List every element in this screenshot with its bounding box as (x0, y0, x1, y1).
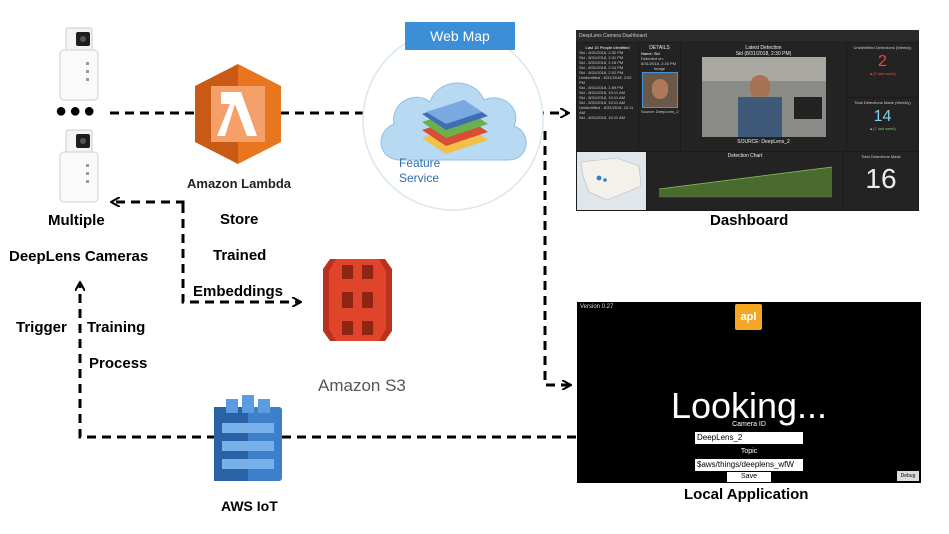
local-app-screenshot: Version 0.27 apl Looking... Camera ID De… (577, 302, 921, 483)
total-weekly-panel: Total Detections Made (Weekly) 14 ▲(7 la… (847, 98, 918, 151)
s3-bucket-icon (323, 259, 392, 341)
details-source: Source: DeepLens_2 (641, 109, 679, 114)
map-shape (580, 157, 642, 201)
camera-id-label: Camera ID (732, 421, 766, 428)
feature-service-line1: Feature (399, 156, 441, 170)
local-app-label: Local Application (684, 486, 809, 503)
lambda-icon (195, 64, 281, 164)
list-item: Sid - 8/31/2018, 10:11 AM (579, 90, 625, 95)
latest-source: SOURCE: DeepLens_2 (737, 139, 790, 145)
store-line3: Embeddings (193, 283, 284, 300)
unid-change: ▲(0 last week) (869, 71, 896, 76)
feature-service-cloud (362, 29, 544, 211)
list-item: Sid - 8/31/2018, 10:11 AM (579, 95, 625, 100)
dashboard-screenshot: DeepLens Camera Dashboard Last 15 People… (576, 30, 919, 211)
details-detected: Detected on: 8/31/2018, 2:26 PM (641, 56, 676, 66)
total-week-change: ▲(7 last week) (869, 126, 896, 131)
list-item: Sid - 8/31/2018, 2:18 PM (579, 60, 624, 65)
dashboard-title: DeepLens Camera Dashboard (576, 30, 919, 42)
details-panel: DETAILS Name: Sid Detected on: 8/31/2018… (639, 43, 680, 151)
chart-title: Detection Chart (727, 153, 763, 159)
topic-label: Topic (740, 448, 758, 455)
deeplens-camera-icon (59, 129, 99, 203)
list-item: Sid - 8/31/2018, 1:59 PM (579, 85, 624, 90)
cameras-label-line1: Multiple (48, 212, 105, 229)
looking-text: Looking... (670, 385, 828, 426)
trigger-word3: Process (89, 355, 148, 372)
arrow-app-to-cameras (80, 283, 576, 439)
trigger-word1: Trigger (16, 319, 67, 336)
trigger-word2: Training (87, 319, 146, 336)
camera-id-field[interactable]: DeepLens_2 (695, 432, 803, 444)
list-item: Sid - 8/31/2018, 2:31 PM (579, 55, 624, 60)
unid-value: 2 (878, 53, 887, 70)
face-thumbnail (641, 72, 678, 108)
list-item: Sid - 8/31/2018, 2:14 PM (579, 65, 624, 70)
arrow-to-s3 (181, 204, 300, 302)
total-title: Total Detections Made (861, 154, 901, 159)
dashboard-label: Dashboard (710, 212, 789, 229)
iot-label: AWS IoT (221, 498, 278, 514)
list-item: Unidentified - 8/31/2018, 10:11 AM (579, 105, 634, 115)
cameras-label-line2: DeepLens Cameras (9, 248, 149, 265)
lambda-label: Amazon Lambda (187, 176, 292, 191)
last15-panel: Last 15 People Identified Sid - 8/31/201… (577, 43, 638, 151)
details-title: DETAILS (649, 45, 670, 51)
list-item: Sid - 8/31/2018, 10:11 AM (579, 100, 625, 105)
list-item: Sid - 8/31/2018, 2:02 PM (579, 70, 624, 75)
unid-title: Unidentified Detections (Weekly) (853, 45, 912, 50)
save-button[interactable]: Save (727, 472, 771, 482)
latest-subtitle: Sid (8/31/2018, 2:30 PM) (735, 51, 792, 57)
area-chart (658, 166, 833, 198)
details-image-label: Image (653, 66, 666, 71)
store-line1: Store (220, 211, 259, 228)
aws-iot-icon (214, 395, 282, 481)
detection-chart-panel: Detection Chart (647, 152, 843, 210)
list-item: Sid - 8/31/2018, 2:32 PM (579, 50, 624, 55)
topic-field[interactable]: $aws/things/deeplens_wfW (695, 459, 803, 471)
debug-button[interactable]: Debug (897, 471, 919, 481)
ellipsis: ●●● (55, 100, 98, 122)
latest-photo (702, 57, 826, 137)
latest-title: Latest Detection (745, 45, 782, 51)
deeplens-camera-icon (59, 27, 99, 101)
apl-logo: apl (735, 304, 762, 330)
feature-service-line2: Service (399, 171, 440, 185)
total-week-title: Total Detections Made (Weekly) (854, 100, 911, 105)
mini-map (577, 152, 646, 210)
details-name: Name: Sid (641, 51, 660, 56)
total-detections-panel: Total Detections Made 16 (844, 152, 918, 210)
list-item: Sid - 8/31/2018, 10:11 AM (579, 115, 625, 120)
arrow-lambda-to-cameras (112, 202, 185, 204)
total-value: 16 (865, 163, 897, 194)
last15-title: Last 15 People Identified (585, 45, 630, 50)
total-week-value: 14 (873, 108, 892, 125)
unidentified-panel: Unidentified Detections (Weekly) 2 ▲(0 l… (847, 43, 918, 97)
store-line2: Trained (213, 247, 267, 264)
list-item: Unidentified - 8/31/2018, 2:02 PM (579, 75, 632, 85)
latest-detection-panel: Latest Detection Sid (8/31/2018, 2:30 PM… (681, 43, 846, 151)
app-version: Version 0.27 (580, 304, 614, 310)
s3-label: Amazon S3 (318, 376, 406, 395)
web-map-badge: Web Map (405, 22, 515, 50)
